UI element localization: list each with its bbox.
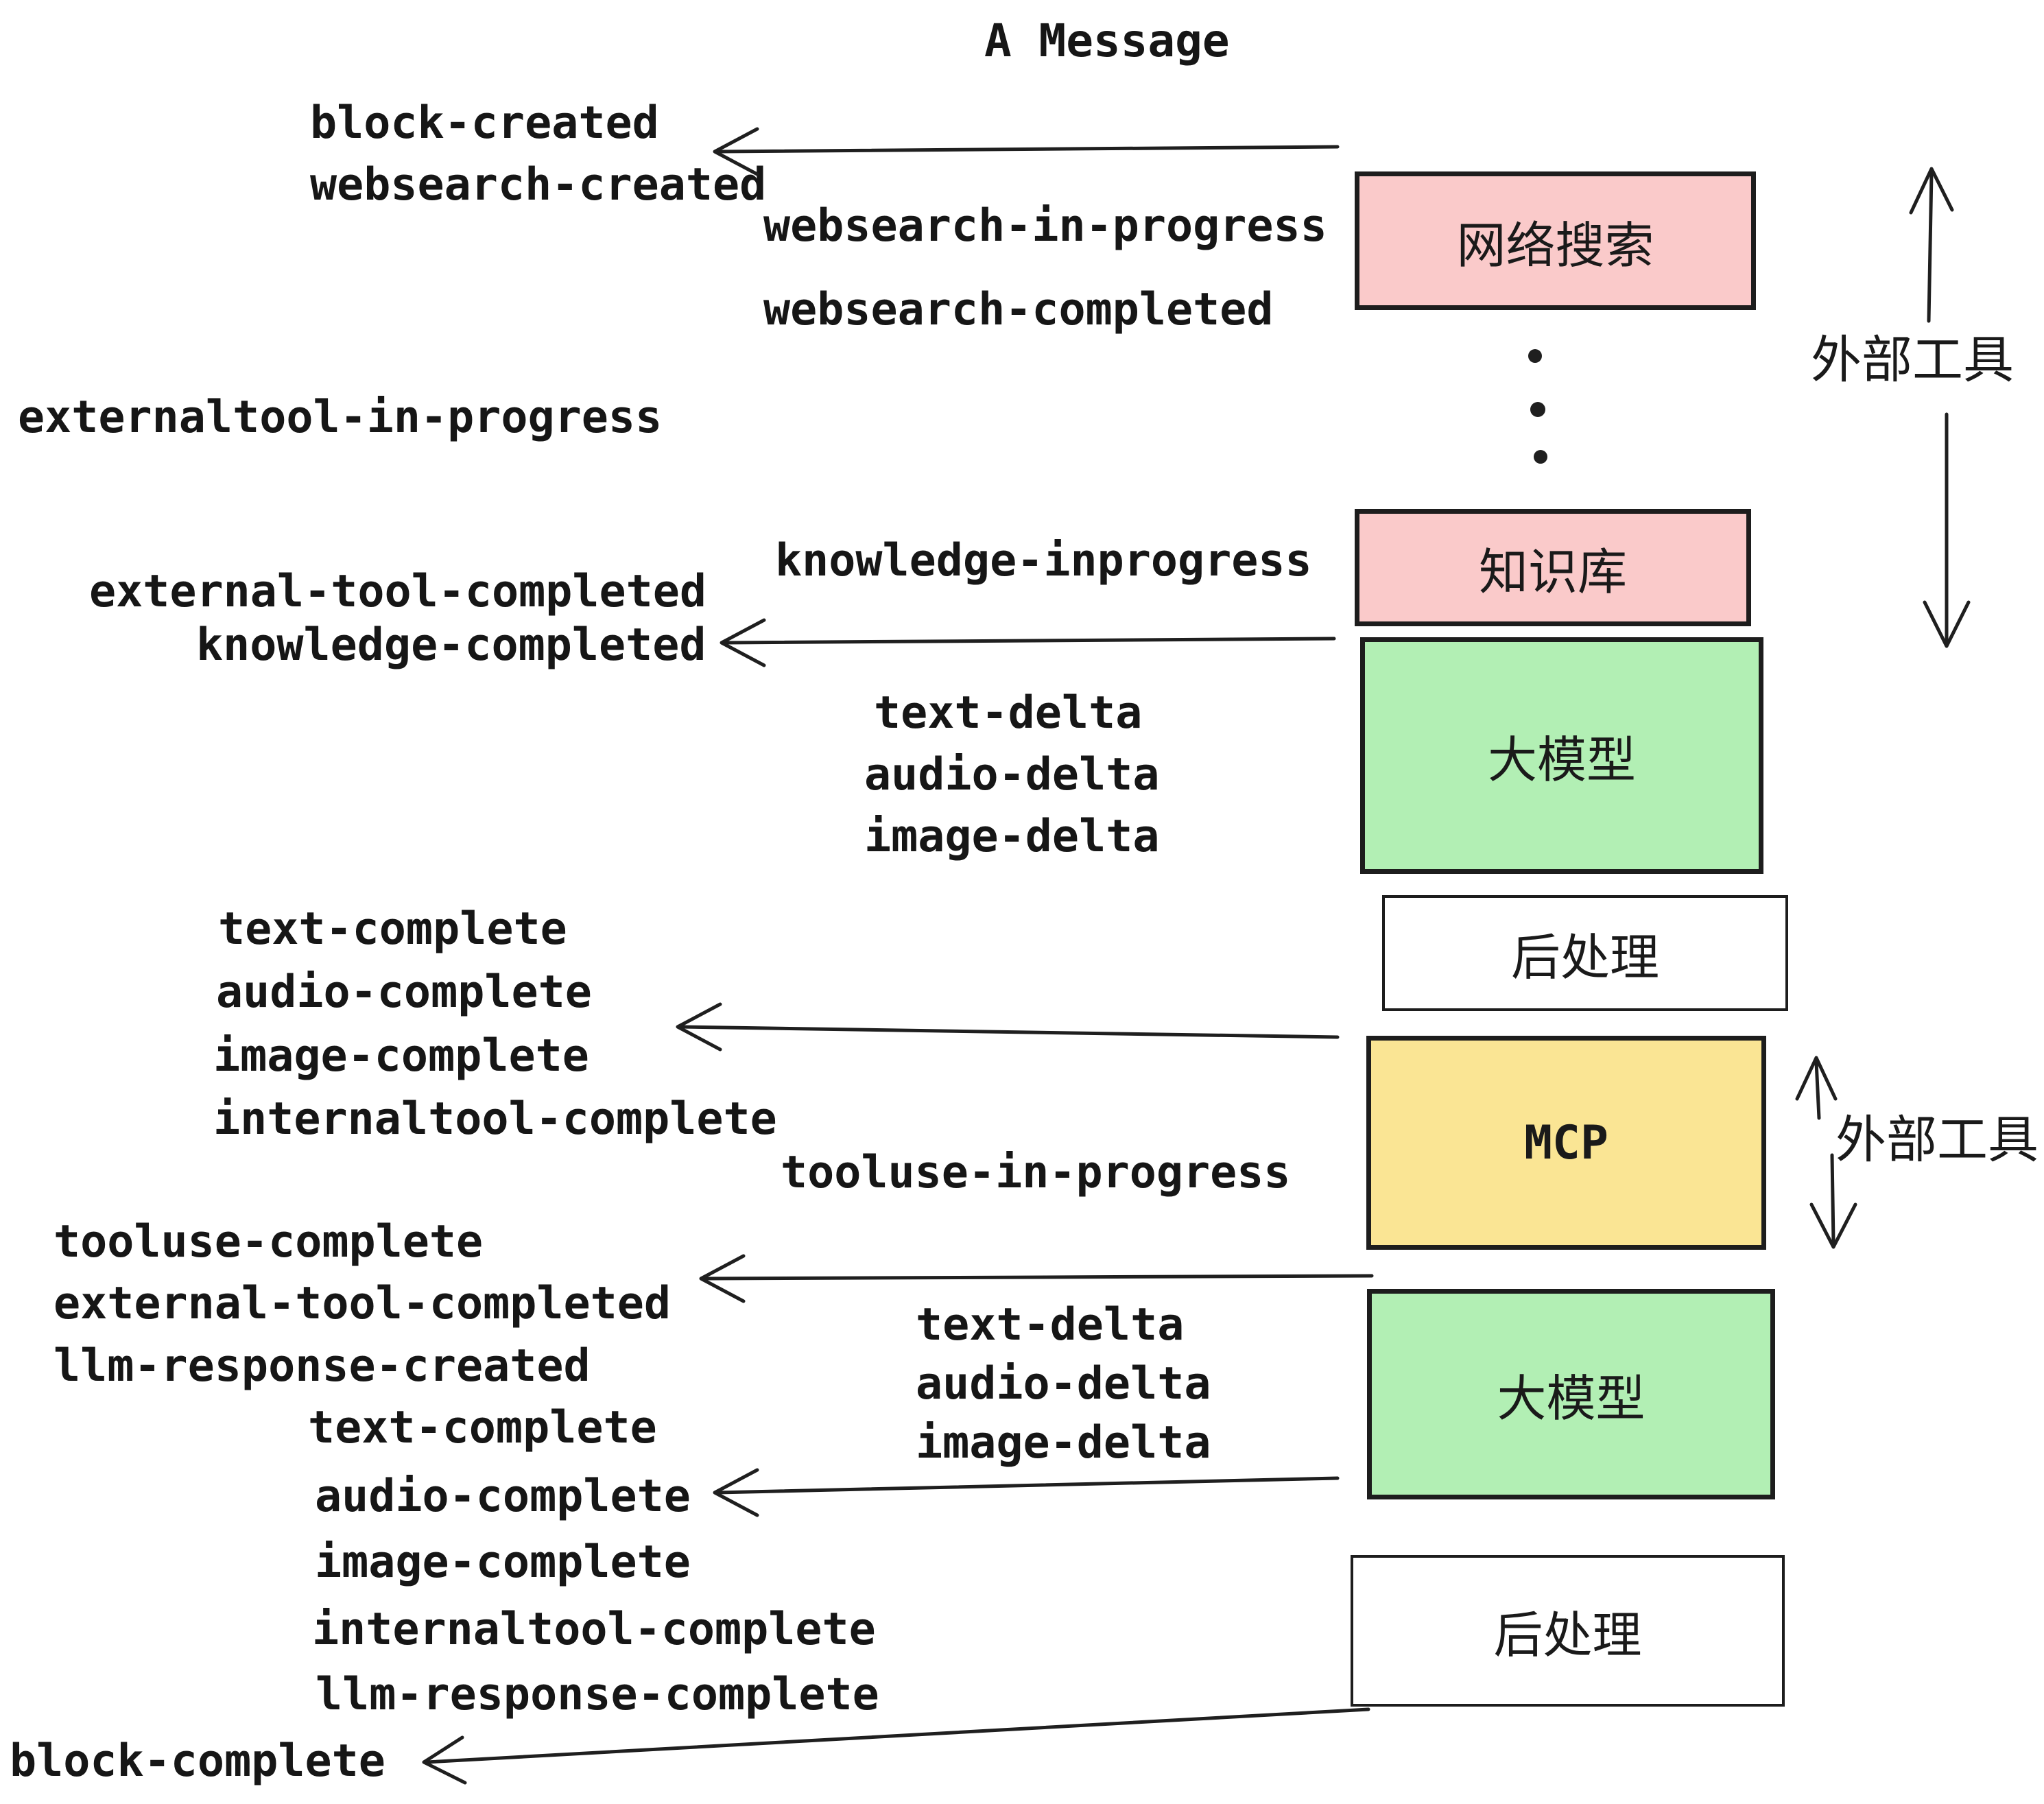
arrow-knowledge-completed <box>720 618 1336 667</box>
event-label-llm-response-complete: llm-response-complete <box>316 1669 879 1720</box>
box-websearch-label: 网络搜索 <box>1456 216 1654 274</box>
event-label-websearch-in-progress: websearch-in-progress <box>763 200 1327 252</box>
event-label-knowledge-completed: knowledge-completed <box>196 619 706 671</box>
event-label-text-complete-1: text-complete <box>218 903 567 955</box>
event-label-external-tool-completed: external-tool-completed <box>89 566 707 617</box>
external-tools-down-arrow-top <box>1923 412 1971 648</box>
external-tools-label-middle: 外部工具 <box>1835 1111 2039 1170</box>
event-label-websearch-created: websearch-created <box>310 159 767 211</box>
event-label-block-complete: block-complete <box>10 1735 385 1787</box>
external-tools-up-arrow-middle <box>1795 1056 1838 1120</box>
external-tools-label-top: 外部工具 <box>1811 331 2014 390</box>
arrow-audio-complete <box>713 1468 1340 1517</box>
box-llm-top: 大模型 <box>1360 637 1763 874</box>
arrow-tooluse-complete <box>699 1254 1374 1303</box>
box-websearch: 网络搜索 <box>1355 171 1756 310</box>
event-label-internaltool-complete-2: internaltool-complete <box>312 1604 876 1655</box>
box-llm-top-label: 大模型 <box>1487 731 1636 789</box>
arrow-websearch-created <box>713 127 1340 176</box>
box-mcp-label: MCP <box>1524 1115 1608 1170</box>
box-knowledge: 知识库 <box>1355 509 1751 626</box>
event-label-externaltool-in-progress: externaltool-in-progress <box>18 392 663 443</box>
page-title: A Message <box>984 14 1230 67</box>
box-llm-bottom: 大模型 <box>1367 1289 1775 1499</box>
external-tools-up-arrow-top <box>1909 167 1954 323</box>
event-label-external-tool-completed-2: external-tool-completed <box>54 1278 672 1329</box>
event-label-knowledge-inprogress: knowledge-inprogress <box>775 535 1312 586</box>
arrow-image-complete <box>676 1002 1340 1052</box>
box-llm-bottom-label: 大模型 <box>1497 1370 1645 1427</box>
event-label-llm-response-created: llm-response-created <box>54 1340 591 1392</box>
event-label-audio-delta-1: audio-delta <box>864 749 1160 800</box>
event-label-image-delta-1: image-delta <box>864 811 1160 862</box>
vertical-ellipsis-icon <box>1528 349 1547 464</box>
box-postprocess-bottom-label: 后处理 <box>1493 1606 1642 1664</box>
event-label-audio-complete-2: audio-complete <box>315 1471 691 1522</box>
event-label-tooluse-in-progress: tooluse-in-progress <box>781 1147 1291 1198</box>
event-label-block-created: block-created <box>310 97 659 149</box>
event-label-text-delta-1: text-delta <box>874 687 1143 739</box>
event-label-internaltool-complete-1: internaltool-complete <box>213 1093 777 1145</box>
event-label-image-delta-2: image-delta <box>916 1417 1211 1469</box>
box-postprocess-top: 后处理 <box>1382 895 1788 1011</box>
event-label-audio-delta-2: audio-delta <box>916 1358 1211 1410</box>
event-label-image-complete-1: image-complete <box>213 1030 589 1082</box>
event-label-tooluse-complete: tooluse-complete <box>54 1216 484 1268</box>
box-postprocess-top-label: 后处理 <box>1510 929 1659 986</box>
box-mcp: MCP <box>1366 1036 1766 1250</box>
event-label-image-complete-2: image-complete <box>315 1536 691 1588</box>
box-knowledge-label: 知识库 <box>1478 543 1627 601</box>
event-label-websearch-completed: websearch-completed <box>763 284 1274 335</box>
event-label-text-complete-2: text-complete <box>308 1402 657 1453</box>
event-label-audio-complete-1: audio-complete <box>216 966 592 1018</box>
box-postprocess-bottom: 后处理 <box>1351 1555 1785 1707</box>
event-label-text-delta-2: text-delta <box>916 1299 1185 1351</box>
